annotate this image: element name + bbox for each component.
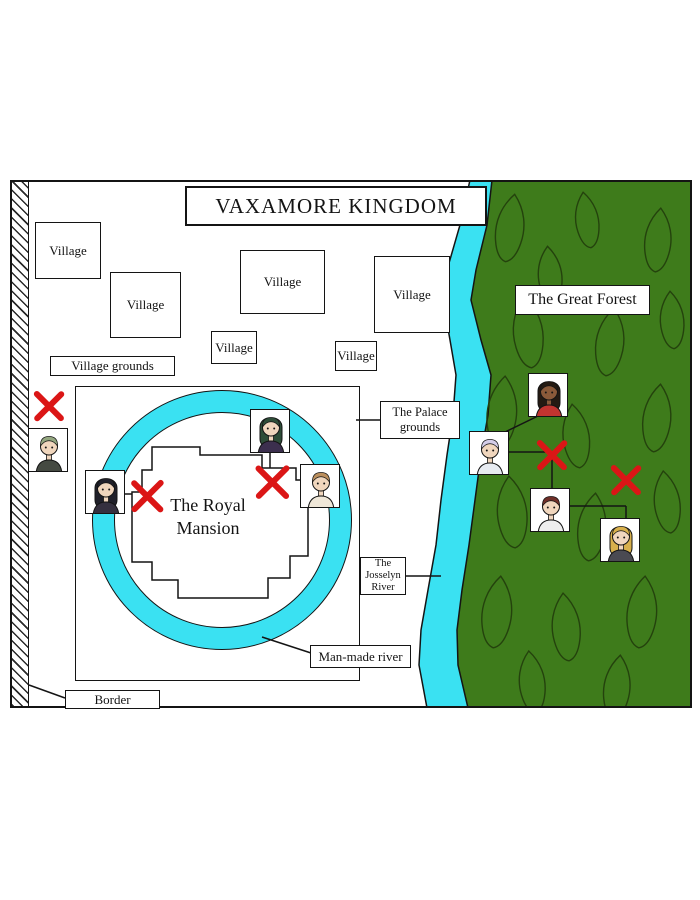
village-box-5: Village (211, 331, 257, 364)
character-portrait-f4 (600, 518, 640, 562)
character-portrait-p1 (28, 428, 68, 472)
leaf-icon (572, 191, 602, 250)
great-forest-label: The Great Forest (515, 285, 650, 315)
character-portrait-p4 (300, 464, 340, 508)
border-label: Border (65, 690, 160, 709)
leaf-icon (516, 650, 548, 708)
village-grounds-label: Village grounds (50, 356, 175, 376)
leaf-icon (640, 383, 675, 454)
leaf-icon (549, 592, 583, 662)
leaf-icon (494, 475, 530, 549)
village-box-2: Village (110, 272, 181, 338)
leaf-icon (658, 290, 685, 349)
x-mark-4 (534, 437, 570, 473)
leaf-icon (624, 575, 660, 649)
palace-grounds-area (75, 386, 360, 681)
character-portrait-p2 (85, 470, 125, 514)
village-box-4: Village (374, 256, 450, 333)
village-box-6: Village (335, 341, 377, 371)
character-portrait-f3 (530, 488, 570, 532)
palace-grounds-label: The Palace grounds (380, 401, 460, 439)
leaf-icon (651, 469, 684, 534)
leaf-icon (510, 295, 547, 370)
leaf-icon (592, 307, 628, 378)
leaf-icon (492, 192, 529, 263)
village-box-1: Village (35, 222, 101, 279)
leaf-icon (642, 207, 674, 273)
character-portrait-p3 (250, 409, 290, 453)
character-portrait-f2 (469, 431, 509, 475)
x-mark-2 (128, 477, 166, 515)
leaf-icon (601, 654, 634, 708)
map-frame (10, 180, 692, 708)
x-mark-5 (608, 462, 644, 498)
leaf-icon (479, 575, 516, 650)
border-hatching (12, 182, 29, 706)
josselyn-river-label: The Josselyn River (360, 557, 406, 595)
village-box-3: Village (240, 250, 325, 314)
man-made-river-label: Man-made river (310, 645, 411, 668)
x-mark-1 (31, 388, 67, 424)
map-title: VAXAMORE KINGDOM (185, 186, 487, 226)
character-portrait-f1 (528, 373, 568, 417)
x-mark-3 (252, 462, 292, 502)
royal-mansion-label: The Royal Mansion (170, 495, 246, 538)
